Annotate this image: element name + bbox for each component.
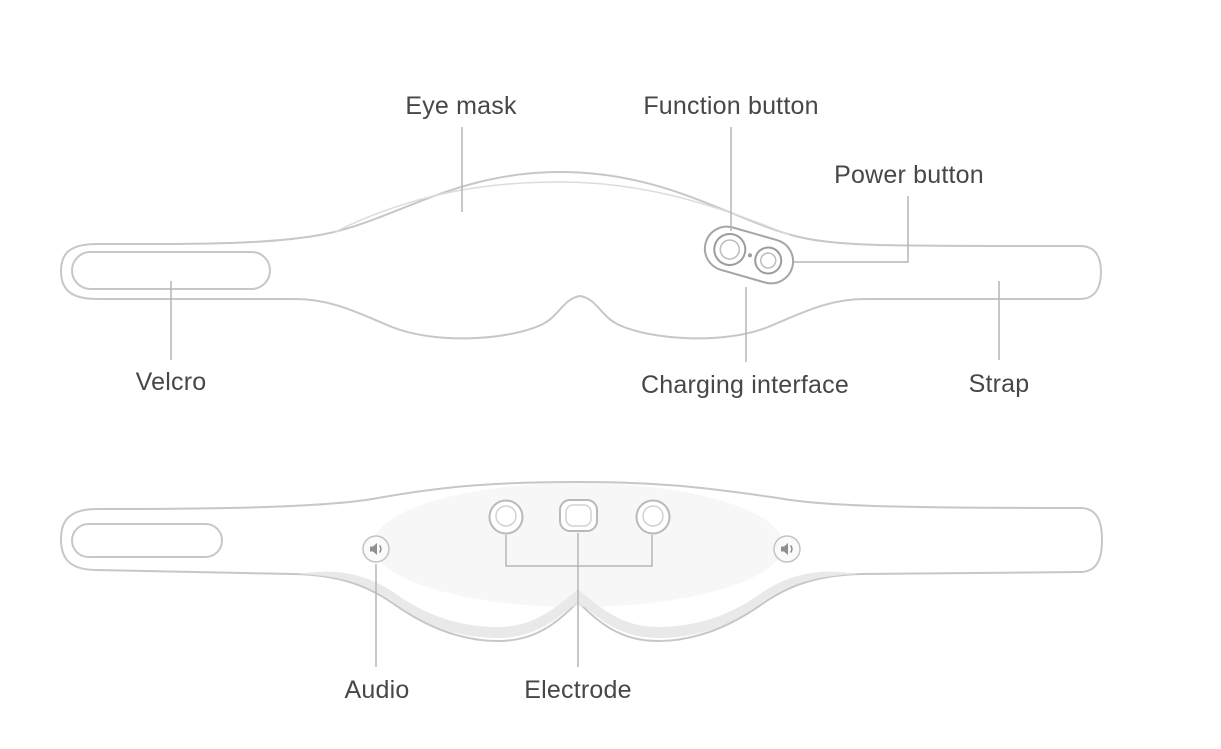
electrode-bracket-line bbox=[505, 535, 653, 567]
electrode-round-inner bbox=[642, 505, 664, 527]
eye-mask-label: Eye mask bbox=[405, 92, 517, 120]
audio-label: Audio bbox=[344, 676, 410, 704]
bottom-view-figure bbox=[59, 480, 1104, 667]
indicator-dot bbox=[747, 253, 752, 258]
function-button-label: Function button bbox=[643, 92, 819, 120]
velcro-label: Velcro bbox=[135, 368, 207, 396]
charging-interface-label: Charging interface bbox=[641, 371, 849, 399]
electrode-round-inner bbox=[495, 505, 517, 527]
power-button-leader-line bbox=[794, 196, 909, 263]
velcro-slot-inside bbox=[71, 523, 223, 558]
power-button-label: Power button bbox=[834, 161, 984, 189]
audio-speaker-glyph bbox=[370, 543, 377, 555]
top-view-figure bbox=[59, 127, 1103, 362]
audio-speaker-wave bbox=[378, 544, 382, 554]
audio-speaker-glyph bbox=[781, 543, 788, 555]
strap-label: Strap bbox=[968, 370, 1030, 398]
eye-mask-outline bbox=[59, 170, 1103, 340]
power-button-inner-ring bbox=[759, 252, 777, 269]
audio-speaker-icon bbox=[362, 535, 390, 563]
audio-speaker-wave bbox=[789, 544, 793, 554]
audio-speaker-icon bbox=[773, 535, 801, 563]
function-button-inner-ring bbox=[719, 239, 741, 260]
mask-seam-line bbox=[334, 181, 791, 236]
electrode-label: Electrode bbox=[524, 676, 632, 704]
electrode-group bbox=[488, 499, 671, 535]
eye-cup-padding-shade bbox=[298, 571, 858, 638]
electrode-square-inner bbox=[565, 504, 592, 527]
control-module bbox=[703, 225, 795, 285]
